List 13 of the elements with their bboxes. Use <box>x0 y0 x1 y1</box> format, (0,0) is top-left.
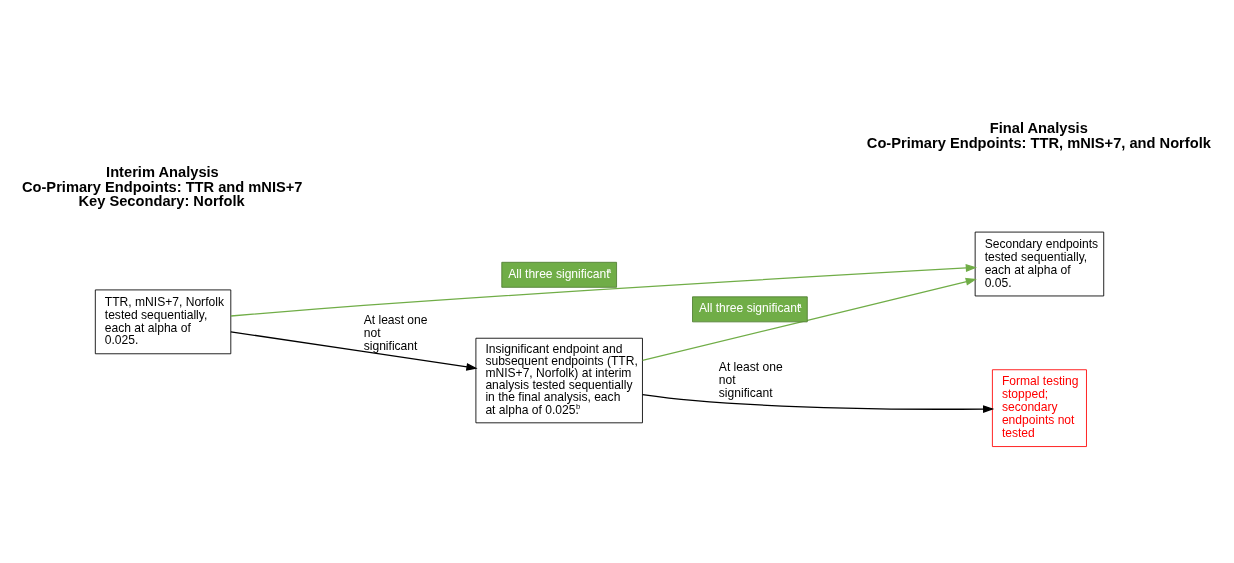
label: Final Analysis <box>989 120 1088 137</box>
edge-label: At least one not significant <box>718 360 783 401</box>
node-box: TTR, mNIS+7, Norfolk tested sequentially, each at alpha of 0.025. <box>94 289 232 355</box>
node-box: Formal testing stopped; secondary endpoints not tested <box>991 369 1087 447</box>
node-box: Secondary endpoints tested sequentially, each at alpha of 0.05. <box>974 231 1105 297</box>
node-box: Insignificant endpoint and subsequent endpoints (TTR, mNIS+7, Norfolk) at interim analysis tested sequentially in the final analysis, each at alpha of 0.025.$^{b}$ <box>475 337 643 424</box>
arrow <box>230 331 478 371</box>
edge-label: All three significant$^{a}$ <box>508 266 611 281</box>
arrow <box>641 277 977 362</box>
arrow <box>641 393 995 413</box>
edge-label: At least one not significant <box>363 312 428 353</box>
label: Interim Analysis <box>106 163 219 180</box>
label: Co-Primary Endpoints: TTR, mNIS+7, and Norfolk <box>866 135 1211 152</box>
